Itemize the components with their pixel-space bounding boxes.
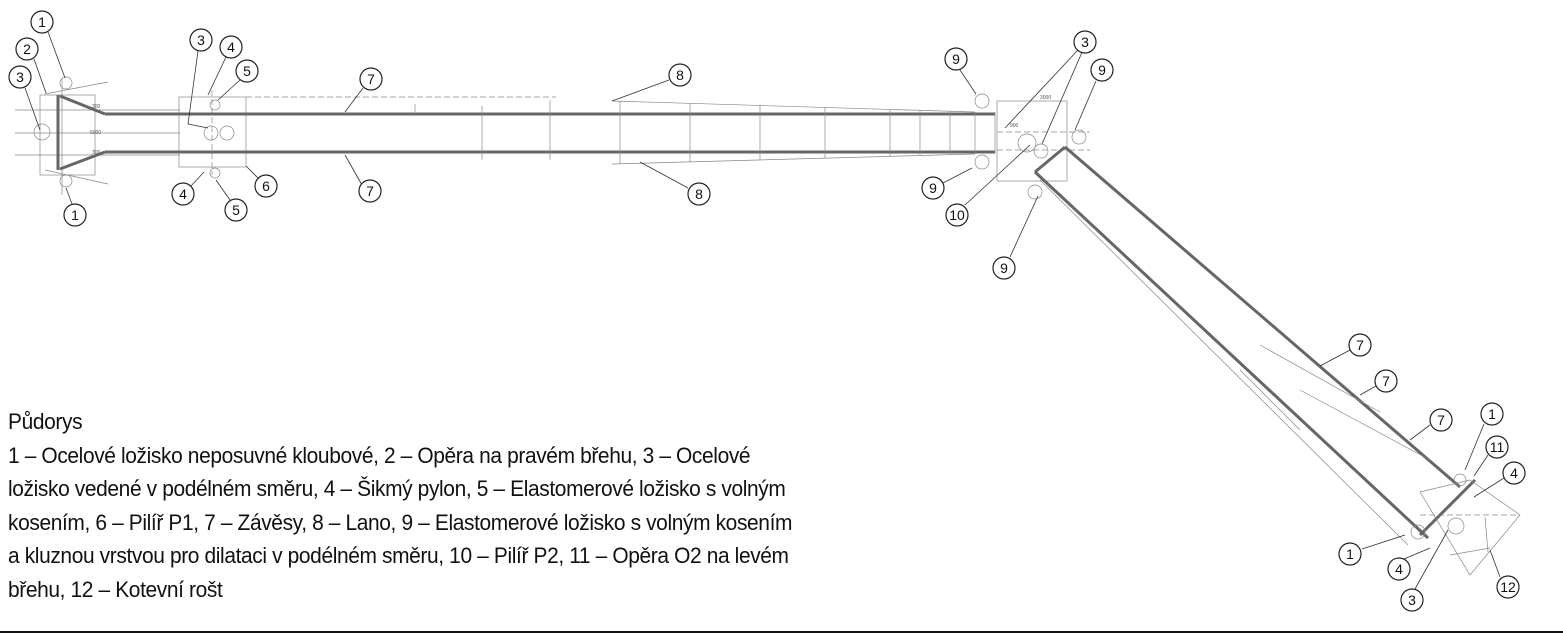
callout-4: 4 bbox=[171, 182, 195, 206]
callouts: 1 2 3 1 3 4 5 7 6 7 4 5 8 8 9 3 9 9 10 9… bbox=[8, 10, 1526, 612]
svg-text:3: 3 bbox=[1408, 592, 1416, 608]
dimension-label: 5000 bbox=[90, 130, 101, 136]
callout-11: 11 bbox=[1485, 435, 1509, 459]
callout-3: 3 bbox=[1400, 588, 1424, 612]
svg-text:7: 7 bbox=[1437, 412, 1445, 428]
callout-1: 1 bbox=[63, 203, 87, 227]
left-bank-abutment bbox=[1410, 473, 1521, 576]
svg-text:4: 4 bbox=[179, 186, 187, 202]
svg-text:7: 7 bbox=[1382, 373, 1390, 389]
callout-7: 7 bbox=[359, 67, 383, 91]
svg-text:1: 1 bbox=[71, 207, 79, 223]
caption-title: Půdorys bbox=[8, 409, 83, 434]
svg-text:2: 2 bbox=[23, 41, 31, 57]
callout-4: 4 bbox=[1502, 461, 1526, 485]
dimension-label: 300 bbox=[92, 104, 101, 110]
diagonal-deck bbox=[1033, 145, 1461, 546]
svg-text:3: 3 bbox=[1081, 34, 1089, 50]
svg-text:7: 7 bbox=[1356, 337, 1364, 353]
svg-text:10: 10 bbox=[949, 207, 965, 223]
svg-text:8: 8 bbox=[695, 186, 703, 202]
callout-1: 1 bbox=[1480, 402, 1504, 426]
straight-deck bbox=[105, 96, 996, 165]
svg-text:5: 5 bbox=[232, 202, 240, 218]
dimension-label: 3000 bbox=[1040, 95, 1051, 101]
callout-4: 4 bbox=[1387, 557, 1411, 581]
caption-line: břehu, 12 – Kotevní rošt bbox=[8, 576, 223, 602]
svg-text:11: 11 bbox=[1490, 439, 1505, 455]
svg-text:1: 1 bbox=[1488, 406, 1496, 422]
leader-lines bbox=[24, 31, 1505, 590]
svg-text:4: 4 bbox=[227, 39, 235, 55]
callout-8: 8 bbox=[687, 182, 711, 206]
pier-p2: 3000 900 bbox=[974, 93, 1090, 200]
callout-7: 7 bbox=[1429, 408, 1453, 432]
callout-7: 7 bbox=[1348, 333, 1372, 357]
svg-text:4: 4 bbox=[1510, 465, 1518, 481]
svg-text:3: 3 bbox=[197, 32, 205, 48]
svg-text:8: 8 bbox=[676, 67, 684, 83]
svg-text:12: 12 bbox=[1500, 579, 1516, 595]
callout-1: 1 bbox=[1338, 542, 1362, 566]
figure-caption: Půdorys 1 – Ocelové ložisko neposuvné kl… bbox=[8, 405, 851, 607]
callout-3: 3 bbox=[189, 28, 213, 52]
callout-1: 1 bbox=[30, 10, 54, 34]
caption-line: 1 – Ocelové ložisko neposuvné kloubové, … bbox=[8, 442, 751, 468]
callout-9: 9 bbox=[921, 176, 945, 200]
svg-text:7: 7 bbox=[367, 71, 375, 87]
callout-12: 12 bbox=[1496, 575, 1520, 599]
callout-2: 2 bbox=[15, 37, 39, 61]
bottom-rule bbox=[0, 631, 1563, 633]
svg-text:7: 7 bbox=[366, 183, 374, 199]
caption-line: a kluznou vrstvou pro dilataci v podélné… bbox=[8, 543, 789, 569]
left-abutment: 300 5000 300 bbox=[15, 76, 180, 195]
svg-text:1: 1 bbox=[38, 14, 46, 30]
callout-9: 9 bbox=[992, 256, 1016, 280]
callout-7: 7 bbox=[358, 179, 382, 203]
callout-9: 9 bbox=[1090, 58, 1114, 82]
callout-5: 5 bbox=[235, 59, 259, 83]
callout-10: 10 bbox=[945, 203, 969, 227]
svg-text:9: 9 bbox=[929, 180, 937, 196]
callout-3: 3 bbox=[1073, 30, 1097, 54]
svg-text:3: 3 bbox=[16, 69, 24, 85]
svg-text:6: 6 bbox=[262, 178, 270, 194]
callout-3: 3 bbox=[8, 65, 32, 89]
svg-text:5: 5 bbox=[243, 63, 251, 79]
callout-7: 7 bbox=[1374, 369, 1398, 393]
svg-text:4: 4 bbox=[1395, 561, 1403, 577]
pier-p1 bbox=[178, 90, 247, 179]
callout-6: 6 bbox=[254, 174, 278, 198]
dimension-label: 900 bbox=[1010, 123, 1019, 129]
callout-4: 4 bbox=[219, 35, 243, 59]
callout-5: 5 bbox=[224, 198, 248, 222]
svg-text:9: 9 bbox=[1098, 62, 1106, 78]
callout-9: 9 bbox=[944, 47, 968, 71]
svg-text:9: 9 bbox=[1000, 260, 1008, 276]
dimension-label: 300 bbox=[92, 150, 101, 156]
caption-line: kosením, 6 – Pilíř P1, 7 – Závěsy, 8 – L… bbox=[8, 509, 793, 535]
svg-text:9: 9 bbox=[952, 51, 960, 67]
callout-8: 8 bbox=[668, 63, 692, 87]
caption-line: ložisko vedené v podélném směru, 4 – Šik… bbox=[8, 476, 786, 502]
svg-text:1: 1 bbox=[1346, 546, 1354, 562]
